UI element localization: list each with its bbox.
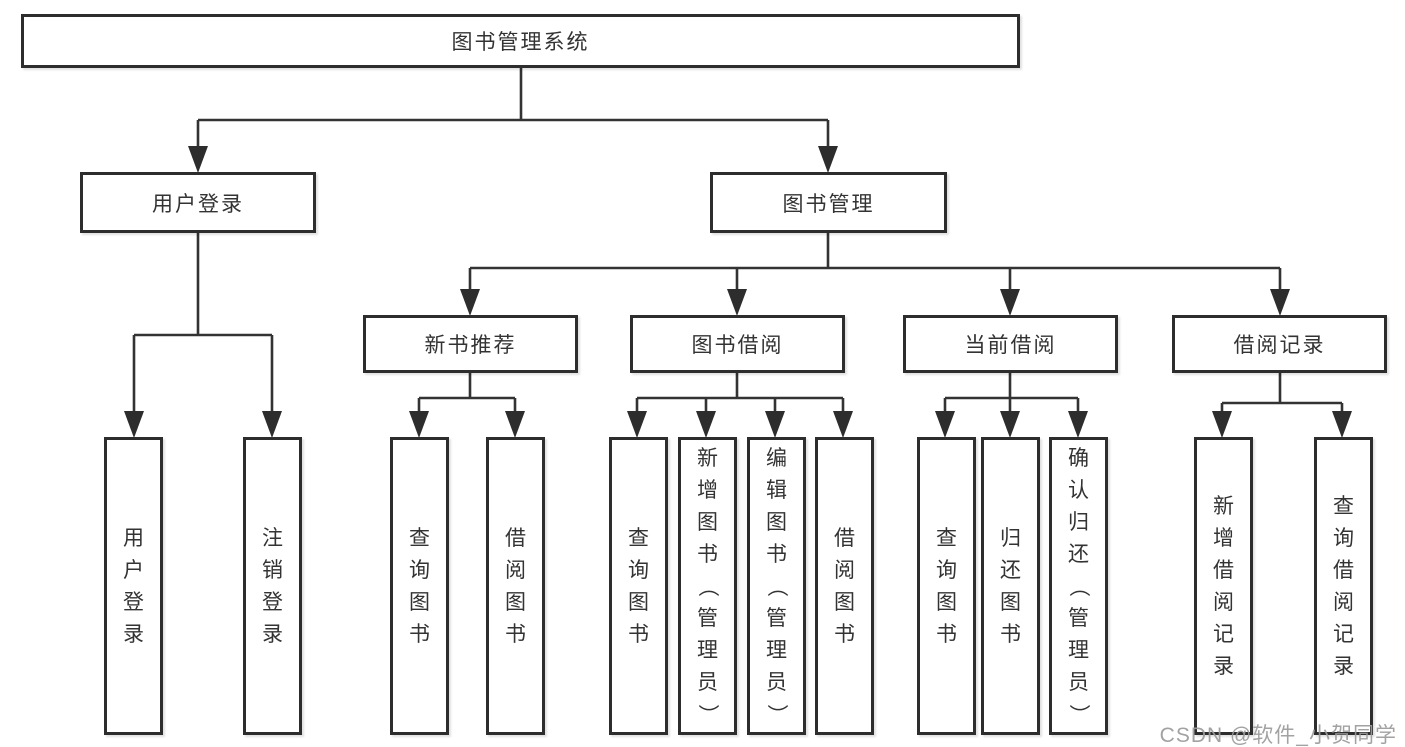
node-book-borrowing: 图书借阅 — [630, 315, 845, 373]
csdn-watermark: CSDN @软件_小贺同学 — [1159, 724, 1397, 747]
leaf-borrow-books: 借阅图书 — [815, 437, 874, 735]
node-user-login: 用户登录 — [80, 172, 316, 233]
node-new-book-recommendation: 新书推荐 — [363, 315, 578, 373]
leaf-query-books-current: 查询图书 — [917, 437, 976, 735]
node-borrowing-records: 借阅记录 — [1172, 315, 1387, 373]
leaf-add-borrow-record: 新增借阅记录 — [1194, 437, 1253, 735]
node-library-management-system: 图书管理系统 — [21, 14, 1020, 68]
leaf-edit-books-admin: 编辑图书（管理员） — [747, 437, 806, 735]
node-current-borrowing: 当前借阅 — [903, 315, 1118, 373]
node-book-management: 图书管理 — [710, 172, 947, 233]
leaf-query-books-borrow: 查询图书 — [609, 437, 668, 735]
leaf-add-books-admin: 新增图书（管理员） — [678, 437, 737, 735]
leaf-return-books: 归还图书 — [981, 437, 1040, 735]
leaf-borrow-books-newbook: 借阅图书 — [486, 437, 545, 735]
leaf-logout: 注销登录 — [243, 437, 302, 735]
leaf-user-login: 用户登录 — [104, 437, 163, 735]
leaf-query-books-newbook: 查询图书 — [390, 437, 449, 735]
leaf-query-borrow-record: 查询借阅记录 — [1314, 437, 1373, 735]
leaf-confirm-return-admin: 确认归还（管理员） — [1049, 437, 1108, 735]
